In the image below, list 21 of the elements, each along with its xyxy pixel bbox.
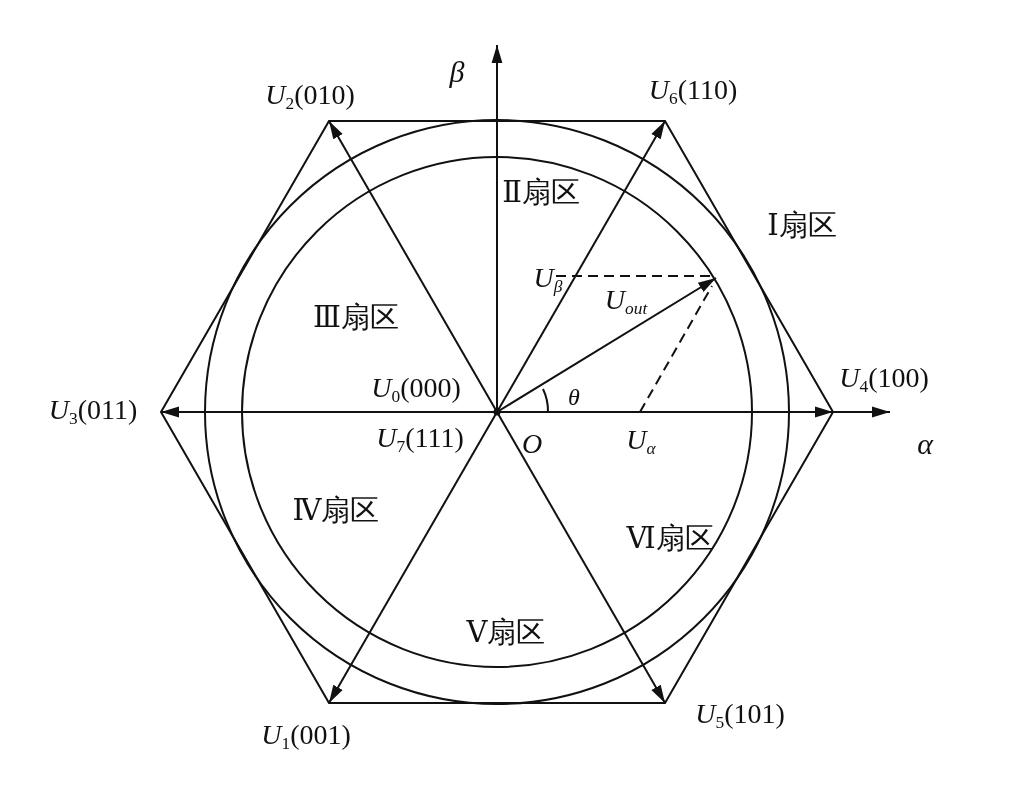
component-label: U$_{β}$: [533, 264, 563, 296]
vector-label: U$_{6}$(110): [648, 76, 738, 108]
sector-label: Ⅲ扇区: [313, 302, 399, 332]
sector-label: Ⅰ扇区: [767, 210, 837, 240]
axis-label: α: [917, 429, 933, 459]
vector-label: U$_{4}$(100): [839, 364, 929, 396]
component-label: U$_{α}$: [626, 426, 656, 458]
vector-label: U$_{1}$(001): [261, 721, 351, 753]
sector-label: Ⅴ扇区: [466, 617, 546, 647]
origin-label: O: [521, 430, 543, 458]
vector-label: U$_{3}$(011): [48, 396, 138, 428]
sector-label: Ⅵ扇区: [626, 523, 714, 553]
vector-label: U$_{5}$(101): [695, 700, 785, 732]
vector-label: U$_{2}$(010): [265, 81, 355, 113]
axis-label: β: [449, 57, 465, 87]
vector-label: U$_{7}$(111): [376, 424, 464, 456]
sector-label: Ⅳ扇区: [292, 495, 380, 525]
component-label: U$_{out}$: [604, 286, 648, 318]
vector-label: U$_{0}$(000): [371, 374, 461, 406]
sector-label: Ⅱ扇区: [502, 177, 580, 207]
angle-label: θ: [568, 385, 580, 409]
